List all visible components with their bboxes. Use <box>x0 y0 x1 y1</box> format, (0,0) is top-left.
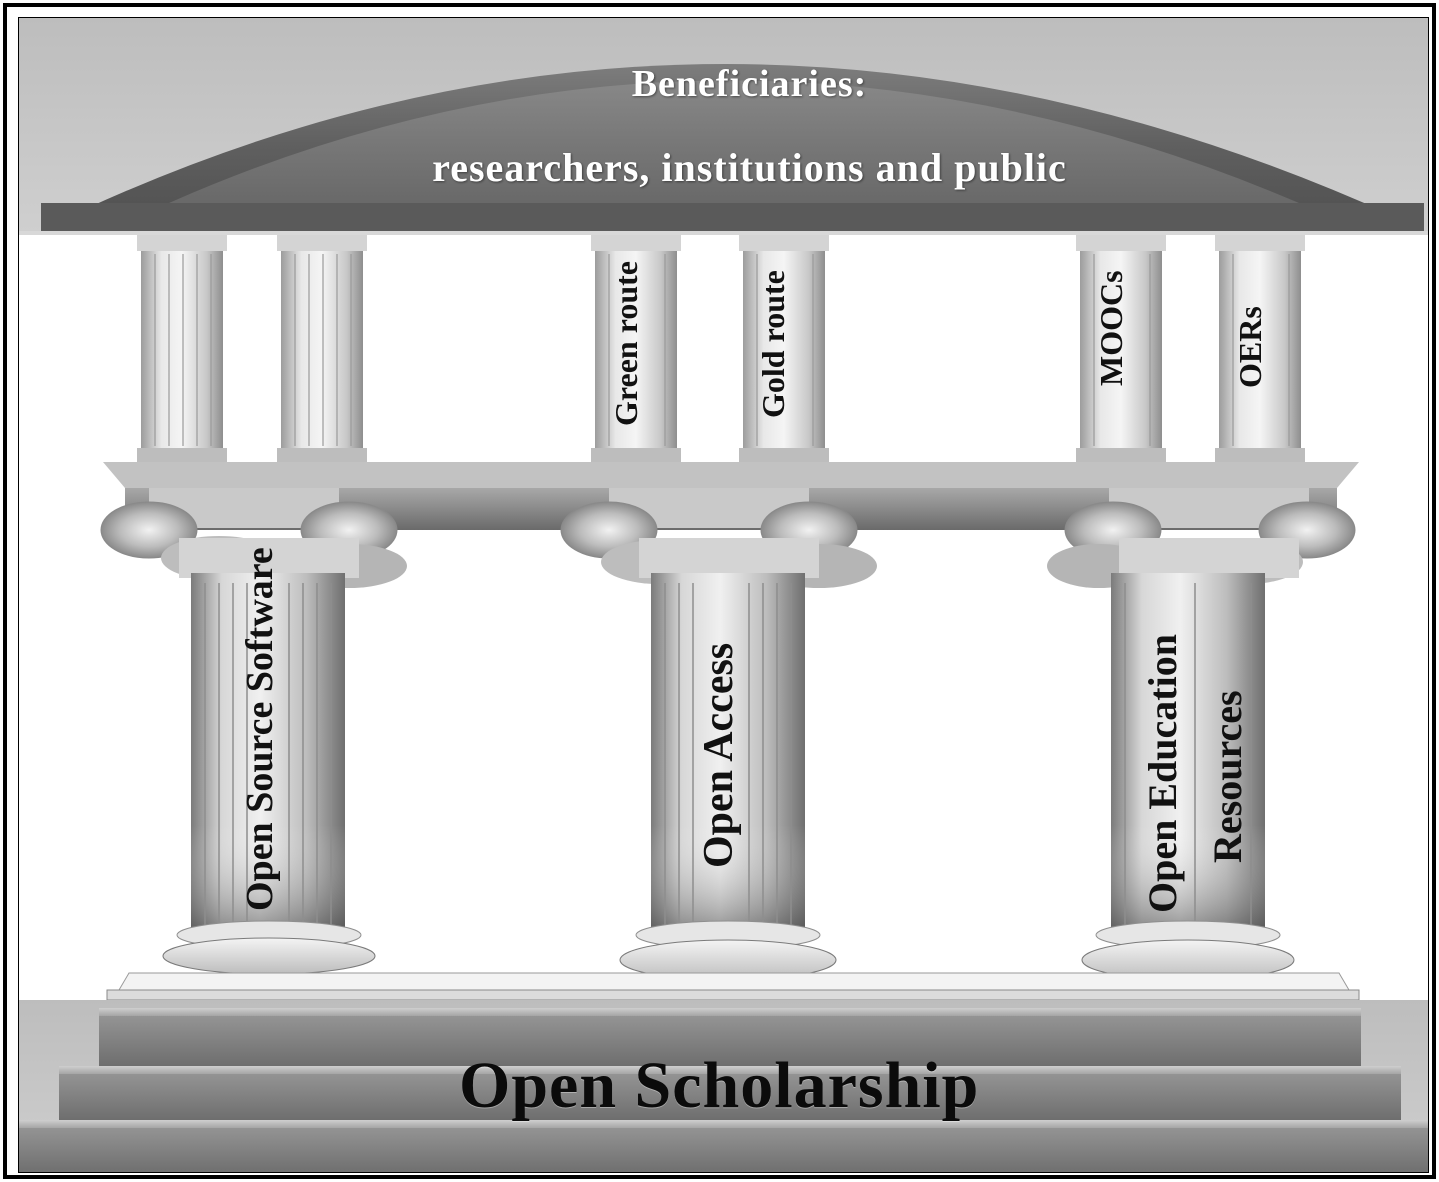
diagram-inner-border: Beneficiaries: researchers, institutions… <box>18 17 1429 1173</box>
upper-column-2 <box>277 235 367 462</box>
upper-column-1 <box>137 235 227 462</box>
beam-top <box>103 462 1359 488</box>
upper-column-label-moocs: MOOCs <box>1093 270 1129 386</box>
main-column-label-open-source-software: Open Source Software <box>239 547 281 911</box>
roof-arch-inner <box>169 80 1299 203</box>
capital-right <box>1047 488 1356 588</box>
capital-left <box>100 488 407 588</box>
platform-edge <box>106 989 1360 1001</box>
upper-column-label-green-route: Green route <box>608 261 644 426</box>
main-column-flutes <box>204 583 1252 928</box>
column-bases <box>162 920 1295 981</box>
main-column-left <box>191 573 345 933</box>
temple-illustration <box>19 18 1428 1172</box>
roof-subtitle: researchers, institutions and public <box>432 145 1067 190</box>
base-title: Open Scholarship <box>459 1049 980 1122</box>
main-column-label-open-education: Open Education <box>1140 634 1185 913</box>
diagram-frame: Beneficiaries: researchers, institutions… <box>3 3 1436 1179</box>
roof-base <box>41 203 1424 233</box>
upper-column-flutes <box>154 254 1290 446</box>
main-column-center <box>651 573 805 933</box>
main-column-label-resources: Resources <box>1205 690 1250 863</box>
roof-title: Beneficiaries: <box>631 63 868 105</box>
stairs <box>19 1008 1428 1172</box>
main-column-label-open-access: Open Access <box>696 642 742 868</box>
platform-top <box>118 972 1350 991</box>
upper-column-label-oers: OERs <box>1232 306 1268 388</box>
upper-column-label-gold-route: Gold route <box>755 270 791 418</box>
main-column-right <box>1111 573 1265 933</box>
